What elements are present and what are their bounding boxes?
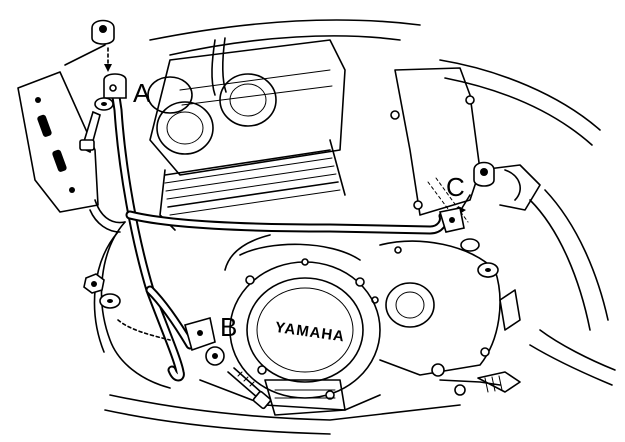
- mount-c-hardware: [427, 161, 499, 278]
- mount-a-hardware: [79, 19, 117, 154]
- engine-cover-stamp: YAMAHA: [274, 319, 346, 346]
- label-mount-c: C: [446, 172, 465, 202]
- mount-b-hardware: [83, 273, 272, 410]
- label-mount-b: B: [220, 312, 237, 342]
- engine-lineart: [17, 19, 616, 435]
- crash-bar: [103, 73, 448, 382]
- label-mount-a: A: [133, 78, 151, 108]
